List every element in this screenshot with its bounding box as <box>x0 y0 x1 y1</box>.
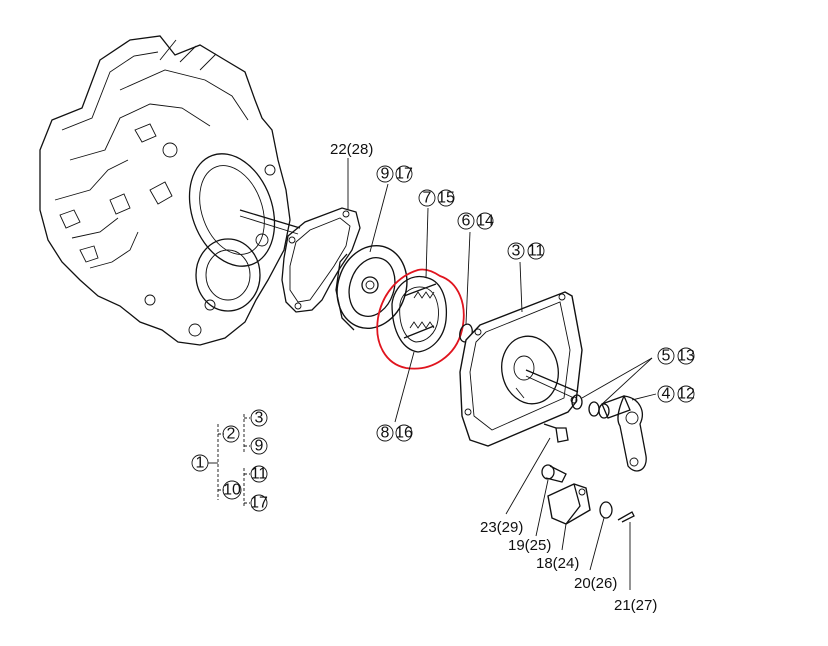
label-gasket: 22(28) <box>330 141 373 158</box>
label-lever-4: 4 <box>662 386 671 403</box>
legend-10: 10 <box>223 482 241 499</box>
legend-11: 11 <box>251 466 268 483</box>
bolt-part <box>543 423 569 443</box>
label-seal-5: 5 <box>662 348 671 365</box>
label-drum-17: 17 <box>395 166 413 183</box>
brake-lever-part <box>598 395 647 472</box>
cotter-pin-part <box>617 511 635 523</box>
engine-housing-drawing <box>39 35 301 346</box>
legend-2: 2 <box>227 426 236 443</box>
label-drum: 9 17 <box>376 166 413 183</box>
leader-lines <box>347 158 657 590</box>
legend-17: 17 <box>250 495 268 512</box>
label-spring: 7 15 <box>418 190 455 207</box>
label-pin: 19(25) <box>508 537 551 554</box>
label-spring-7: 7 <box>423 190 432 207</box>
label-cotter: 21(27) <box>614 597 657 614</box>
label-shoe: 8 16 <box>376 425 413 442</box>
label-shoe-16: 16 <box>395 425 413 442</box>
label-drum-9: 9 <box>381 166 390 183</box>
label-seal: 5 13 <box>657 348 695 365</box>
bracket-part <box>547 483 591 525</box>
legend-1: 1 <box>196 455 205 472</box>
cover-plate-part <box>459 291 583 447</box>
label-cover-3: 3 <box>512 243 521 260</box>
label-ring-6: 6 <box>462 213 471 230</box>
legend-9: 9 <box>255 438 264 455</box>
assembly-legend: 1 2 3 9 10 11 17 <box>191 410 268 512</box>
label-cover-11: 11 <box>528 243 545 260</box>
brake-shoe-part <box>391 276 448 353</box>
clevis-pin-part <box>541 464 567 483</box>
gasket-part <box>281 207 361 313</box>
washer-part <box>599 501 613 519</box>
label-bolt: 23(29) <box>480 519 523 536</box>
label-lever-12: 12 <box>677 386 695 403</box>
legend-3: 3 <box>255 410 264 427</box>
label-ring-14: 14 <box>476 213 494 230</box>
label-seal-13: 13 <box>677 348 695 365</box>
label-lever: 4 12 <box>657 386 695 403</box>
label-shoe-8: 8 <box>381 425 390 442</box>
highlight-circle <box>376 268 465 370</box>
label-washer: 20(26) <box>574 575 617 592</box>
label-ring: 6 14 <box>457 213 494 230</box>
brake-drum-part <box>335 244 408 331</box>
label-spring-15: 15 <box>437 190 455 207</box>
label-cover: 3 11 <box>507 243 545 260</box>
label-bracket: 18(24) <box>536 555 579 572</box>
